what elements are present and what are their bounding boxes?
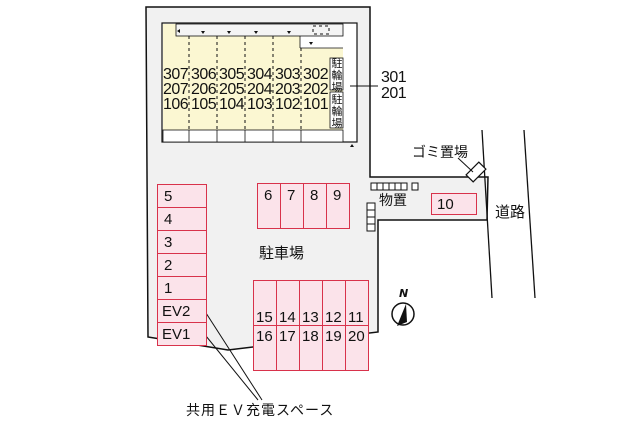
parking-stall-19[interactable]: 19	[322, 325, 346, 371]
road-edge-right	[523, 129, 536, 299]
unit-label[interactable]: 206	[191, 81, 217, 98]
unit-label[interactable]: 307	[163, 66, 189, 83]
garbage-station-label: ゴミ置場	[412, 145, 468, 161]
parking-stall-14[interactable]: 14	[276, 280, 300, 326]
parking-stall-11[interactable]: 11	[345, 280, 369, 326]
parking-stall-15[interactable]: 15	[253, 280, 277, 326]
unit-label[interactable]: 103	[247, 96, 273, 113]
unit-label[interactable]: 302	[303, 66, 329, 83]
callout-unit-201[interactable]: 201	[381, 85, 407, 102]
building-floor	[163, 24, 343, 130]
road-edge-left	[481, 129, 493, 299]
parking-stall-20[interactable]: 20	[345, 325, 369, 371]
bike-parking-label: 駐輪場	[331, 93, 343, 130]
unit-row-1: 106 105 104 103 102 101	[163, 97, 331, 113]
parking-lot-label: 駐車場	[259, 244, 305, 262]
callout-unit-301[interactable]: 301	[381, 69, 407, 86]
unit-row-3: 307 306 305 304 303 302	[163, 67, 331, 83]
parking-stall-9[interactable]: 9	[326, 183, 350, 229]
parking-stall-5[interactable]: 5	[157, 184, 207, 208]
bike-parking-label: 駐輪場	[331, 57, 343, 94]
unit-label[interactable]: 205	[219, 81, 245, 98]
north-label: N	[399, 287, 409, 300]
unit-label[interactable]: 306	[191, 66, 217, 83]
unit-label[interactable]: 105	[191, 96, 217, 113]
parking-stall-17[interactable]: 17	[276, 325, 300, 371]
parking-stall-16[interactable]: 16	[253, 325, 277, 371]
unit-label[interactable]: 207	[163, 81, 189, 98]
parking-stall-7[interactable]: 7	[280, 183, 304, 229]
unit-label[interactable]: 101	[303, 96, 329, 113]
parking-stall-3[interactable]: 3	[157, 230, 207, 254]
unit-label[interactable]: 304	[247, 66, 273, 83]
parking-stall-10[interactable]: 10	[431, 193, 477, 215]
compass-icon	[391, 302, 415, 326]
ev-charging-label: 共用ＥＶ充電スペース	[186, 403, 335, 419]
parking-stall-ev1[interactable]: EV1	[157, 322, 207, 346]
unit-label[interactable]: 106	[163, 96, 189, 113]
unit-label[interactable]: 204	[247, 81, 273, 98]
parking-stall-2[interactable]: 2	[157, 253, 207, 277]
parking-stall-1[interactable]: 1	[157, 276, 207, 300]
parking-stall-ev2[interactable]: EV2	[157, 299, 207, 323]
unit-row-2: 207 206 205 204 203 202	[163, 82, 331, 98]
storage-label: 物置	[379, 193, 407, 209]
road-label: 道路	[495, 203, 526, 221]
parking-stall-8[interactable]: 8	[303, 183, 327, 229]
unit-label[interactable]: 305	[219, 66, 245, 83]
unit-label[interactable]: 203	[275, 81, 301, 98]
unit-label[interactable]: 202	[303, 81, 329, 98]
unit-label[interactable]: 102	[275, 96, 301, 113]
parking-stall-13[interactable]: 13	[299, 280, 323, 326]
parking-stall-18[interactable]: 18	[299, 325, 323, 371]
parking-stall-6[interactable]: 6	[257, 183, 281, 229]
parking-stall-4[interactable]: 4	[157, 207, 207, 231]
unit-label[interactable]: 303	[275, 66, 301, 83]
unit-label[interactable]: 104	[219, 96, 245, 113]
parking-stall-12[interactable]: 12	[322, 280, 346, 326]
